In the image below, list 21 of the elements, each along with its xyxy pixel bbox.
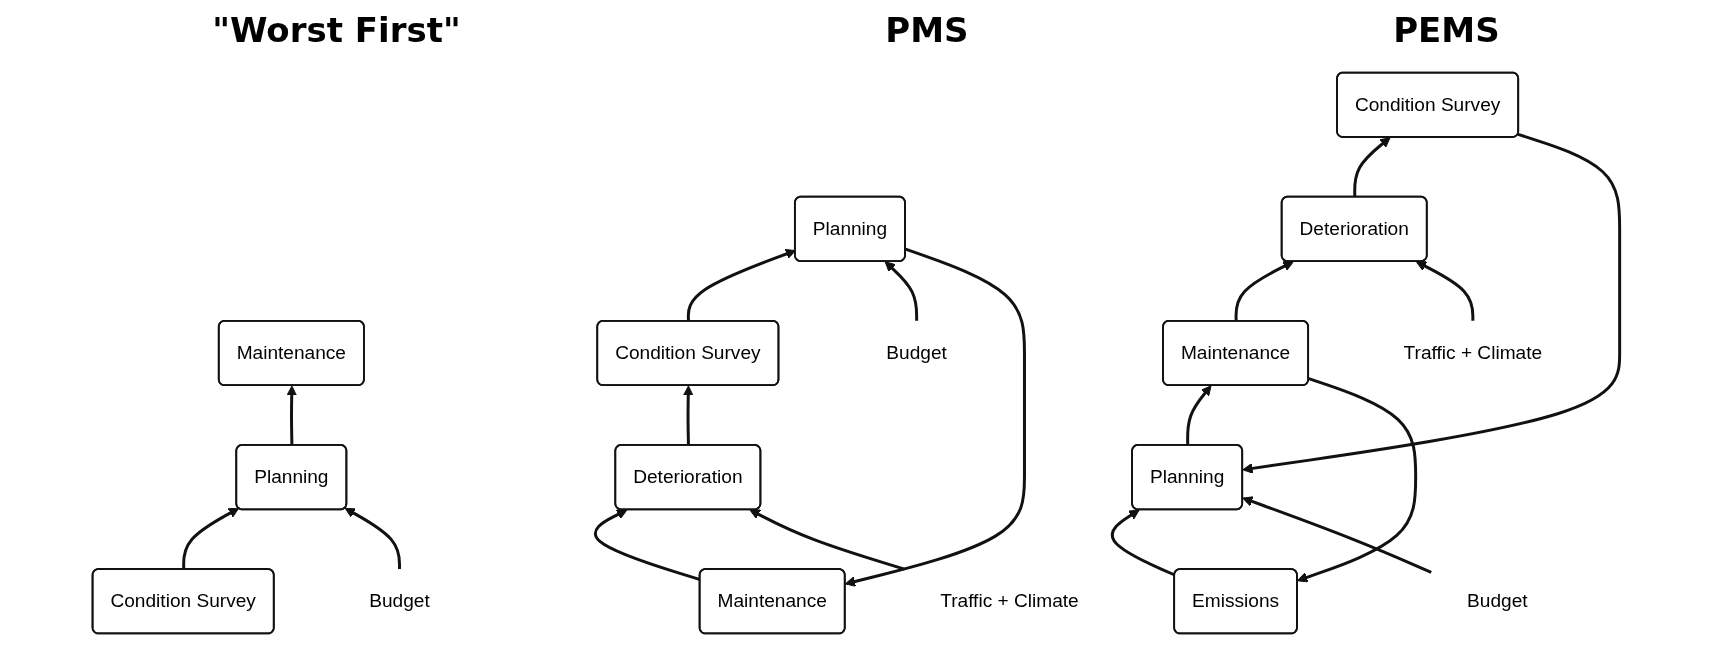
panel-title: PEMS	[1393, 10, 1500, 50]
node-text: Traffic + Climate	[940, 589, 1079, 611]
arrow	[344, 507, 401, 569]
arrow	[1353, 136, 1391, 197]
panel-title: PMS	[885, 10, 969, 50]
arrow	[749, 508, 905, 571]
node-text: Traffic + Climate	[1403, 341, 1542, 363]
arrow	[182, 507, 240, 570]
arrow	[1234, 260, 1294, 321]
node-text: Budget	[369, 589, 430, 611]
arrow	[682, 384, 694, 446]
arrow	[844, 247, 1026, 587]
arrow	[884, 260, 918, 321]
node-text: Budget	[1466, 589, 1528, 611]
arrow	[1186, 384, 1212, 445]
arrow	[1297, 376, 1418, 582]
node-text: Budget	[886, 341, 947, 363]
arrow	[1242, 495, 1432, 574]
arrow	[1415, 260, 1475, 321]
arrow	[1242, 132, 1622, 474]
panel-title: "Worst First"	[212, 10, 461, 50]
